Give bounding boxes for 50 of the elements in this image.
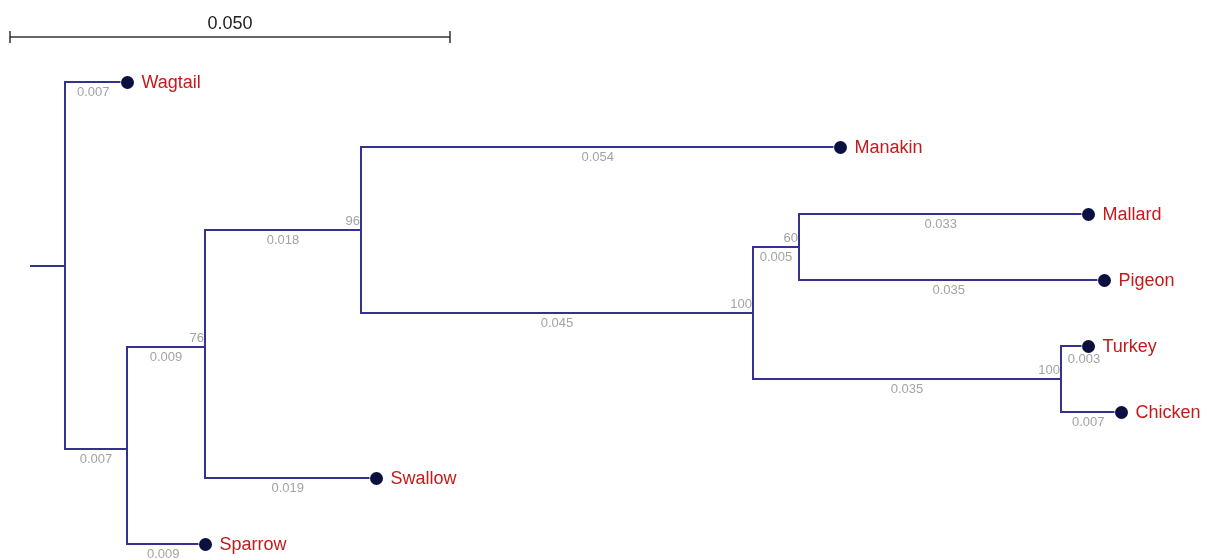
branch-line (29, 265, 65, 267)
taxon-name: Manakin (854, 137, 923, 157)
bootstrap-value: 76 (189, 331, 204, 345)
branch-length: 0.003 (1067, 352, 1101, 366)
taxon-name: Sparrow (219, 534, 287, 554)
branch-length: 0.009 (147, 547, 180, 558)
branch-length: 0.018 (266, 233, 300, 247)
branch-line (753, 246, 799, 248)
junction-line (1060, 345, 1062, 413)
bootstrap-value: 100 (1038, 363, 1060, 377)
taxon-name: Swallow (390, 468, 457, 488)
branch-length: 0.005 (759, 250, 793, 264)
branch-line (799, 279, 1099, 281)
branch-line (127, 346, 205, 348)
taxon-name: Turkey (1102, 336, 1157, 356)
branch-line (1061, 411, 1116, 413)
branch-length: 0.009 (149, 350, 183, 364)
junction-line (360, 146, 362, 314)
branch-line (205, 229, 361, 231)
branch-length: 0.007 (79, 452, 113, 466)
branch-length: 0.007 (77, 85, 110, 99)
branch-length: 0.033 (924, 217, 957, 231)
taxon-name: Pigeon (1118, 270, 1175, 290)
branch-length: 0.019 (271, 481, 304, 495)
branch-length: 0.035 (890, 382, 924, 396)
branch-line (361, 312, 753, 314)
junction-line (64, 81, 66, 450)
branch-line (361, 146, 835, 148)
branch-line (65, 81, 122, 83)
scale-label: 0.050 (207, 13, 253, 34)
branch-line (65, 448, 127, 450)
junction-line (798, 213, 800, 281)
branch-line (799, 213, 1083, 215)
junction-line (126, 346, 128, 545)
taxon-name: Mallard (1102, 204, 1162, 224)
branch-length: 0.045 (540, 316, 574, 330)
junction-line (752, 246, 754, 380)
bootstrap-value: 60 (783, 231, 798, 245)
branch-line (127, 543, 200, 545)
branch-line (1061, 345, 1083, 347)
branch-line (205, 477, 371, 479)
branch-length: 0.007 (1072, 415, 1105, 429)
branch-line (753, 378, 1061, 380)
taxon-name: Chicken (1135, 402, 1201, 422)
taxon-name: Wagtail (141, 72, 201, 92)
branch-length: 0.035 (932, 283, 965, 297)
bootstrap-value: 100 (730, 297, 752, 311)
junction-line (204, 229, 206, 479)
bootstrap-value: 96 (345, 214, 360, 228)
branch-length: 0.054 (581, 150, 614, 164)
